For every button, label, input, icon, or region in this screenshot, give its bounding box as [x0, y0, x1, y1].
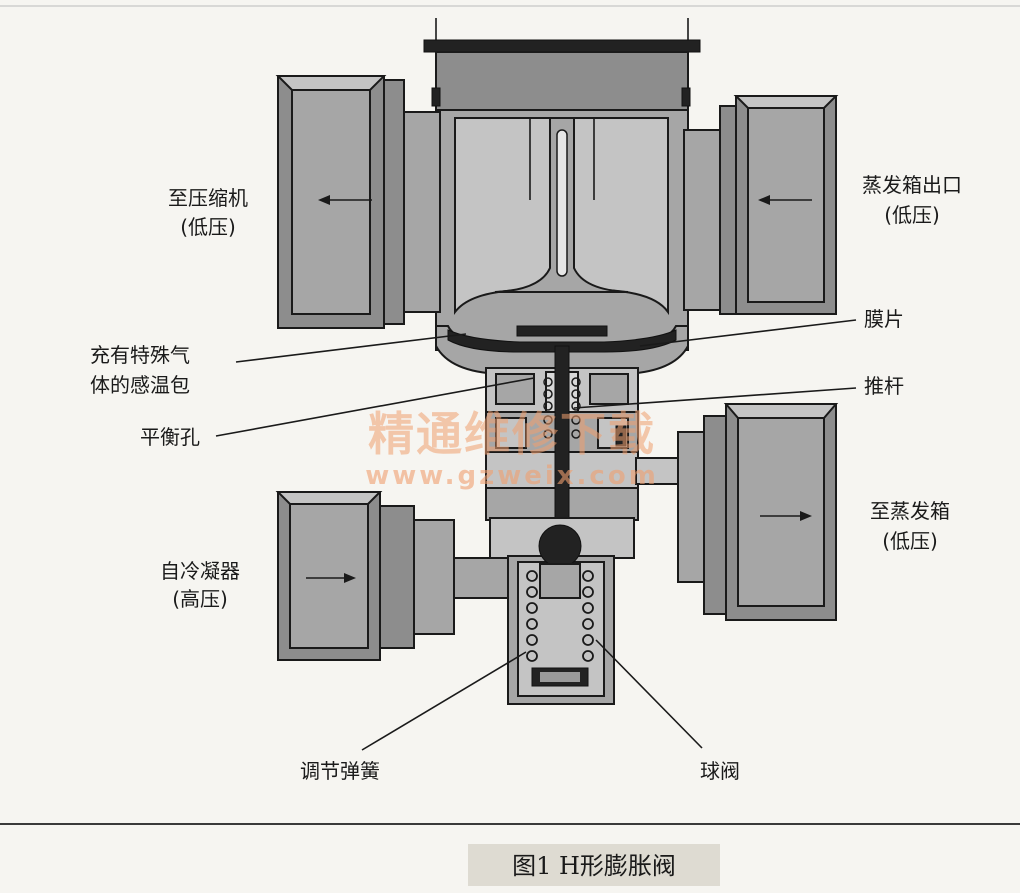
label-balance-hole: 平衡孔: [140, 425, 200, 449]
label-to-evaporator: 至蒸发箱: [870, 499, 950, 523]
watermark-url: www.gzweix.com: [365, 461, 659, 491]
label-ball-valve: 球阀: [700, 759, 740, 783]
caption-box: [468, 844, 720, 886]
leader-sensing-bulb: [235, 333, 467, 363]
lower-valve-body: [489, 517, 635, 705]
label-to-compressor: 至压缩机: [168, 186, 248, 210]
watermark-text: 精通维修下载: [368, 407, 656, 461]
label-adjusting-spring: 调节弹簧: [300, 759, 380, 783]
diaphragm: [447, 329, 677, 353]
label-push-rod: 推杆: [864, 374, 904, 398]
port-from-condenser: [275, 491, 515, 661]
leader-balance-hole: [215, 377, 535, 437]
top-chamber: [435, 51, 689, 111]
leader-ball-valve: [595, 639, 703, 749]
label-from-condenser: 自冷凝器: [160, 559, 240, 583]
label-evaporator-outlet: 蒸发箱出口: [862, 173, 962, 197]
adjusting-spring: [526, 570, 594, 662]
leader-push-rod: [573, 387, 857, 409]
label-from-condenser-pressure: (高压): [172, 587, 228, 611]
port-to-compressor: [275, 75, 441, 329]
port-to-evaporator: [635, 403, 839, 621]
figure-caption: 图1 H形膨胀阀: [512, 852, 676, 880]
leader-adjusting-spring: [361, 651, 527, 751]
label-diaphragm: 膜片: [864, 307, 904, 331]
port-evaporator-outlet: [683, 95, 839, 315]
label-sensing-bulb-line1: 充有特殊气: [90, 343, 190, 367]
label-to-evaporator-pressure: (低压): [882, 529, 938, 553]
ball-valve: [538, 524, 582, 568]
label-evaporator-outlet-pressure: (低压): [884, 203, 940, 227]
label-to-compressor-pressure: (低压): [180, 215, 236, 239]
label-sensing-bulb-line2: 体的感温包: [90, 373, 190, 397]
leader-lines: [215, 319, 857, 751]
leader-diaphragm: [639, 319, 857, 347]
top-cap-plate: [423, 39, 701, 53]
upper-housing: [423, 18, 701, 351]
rod-spring: [543, 377, 581, 439]
